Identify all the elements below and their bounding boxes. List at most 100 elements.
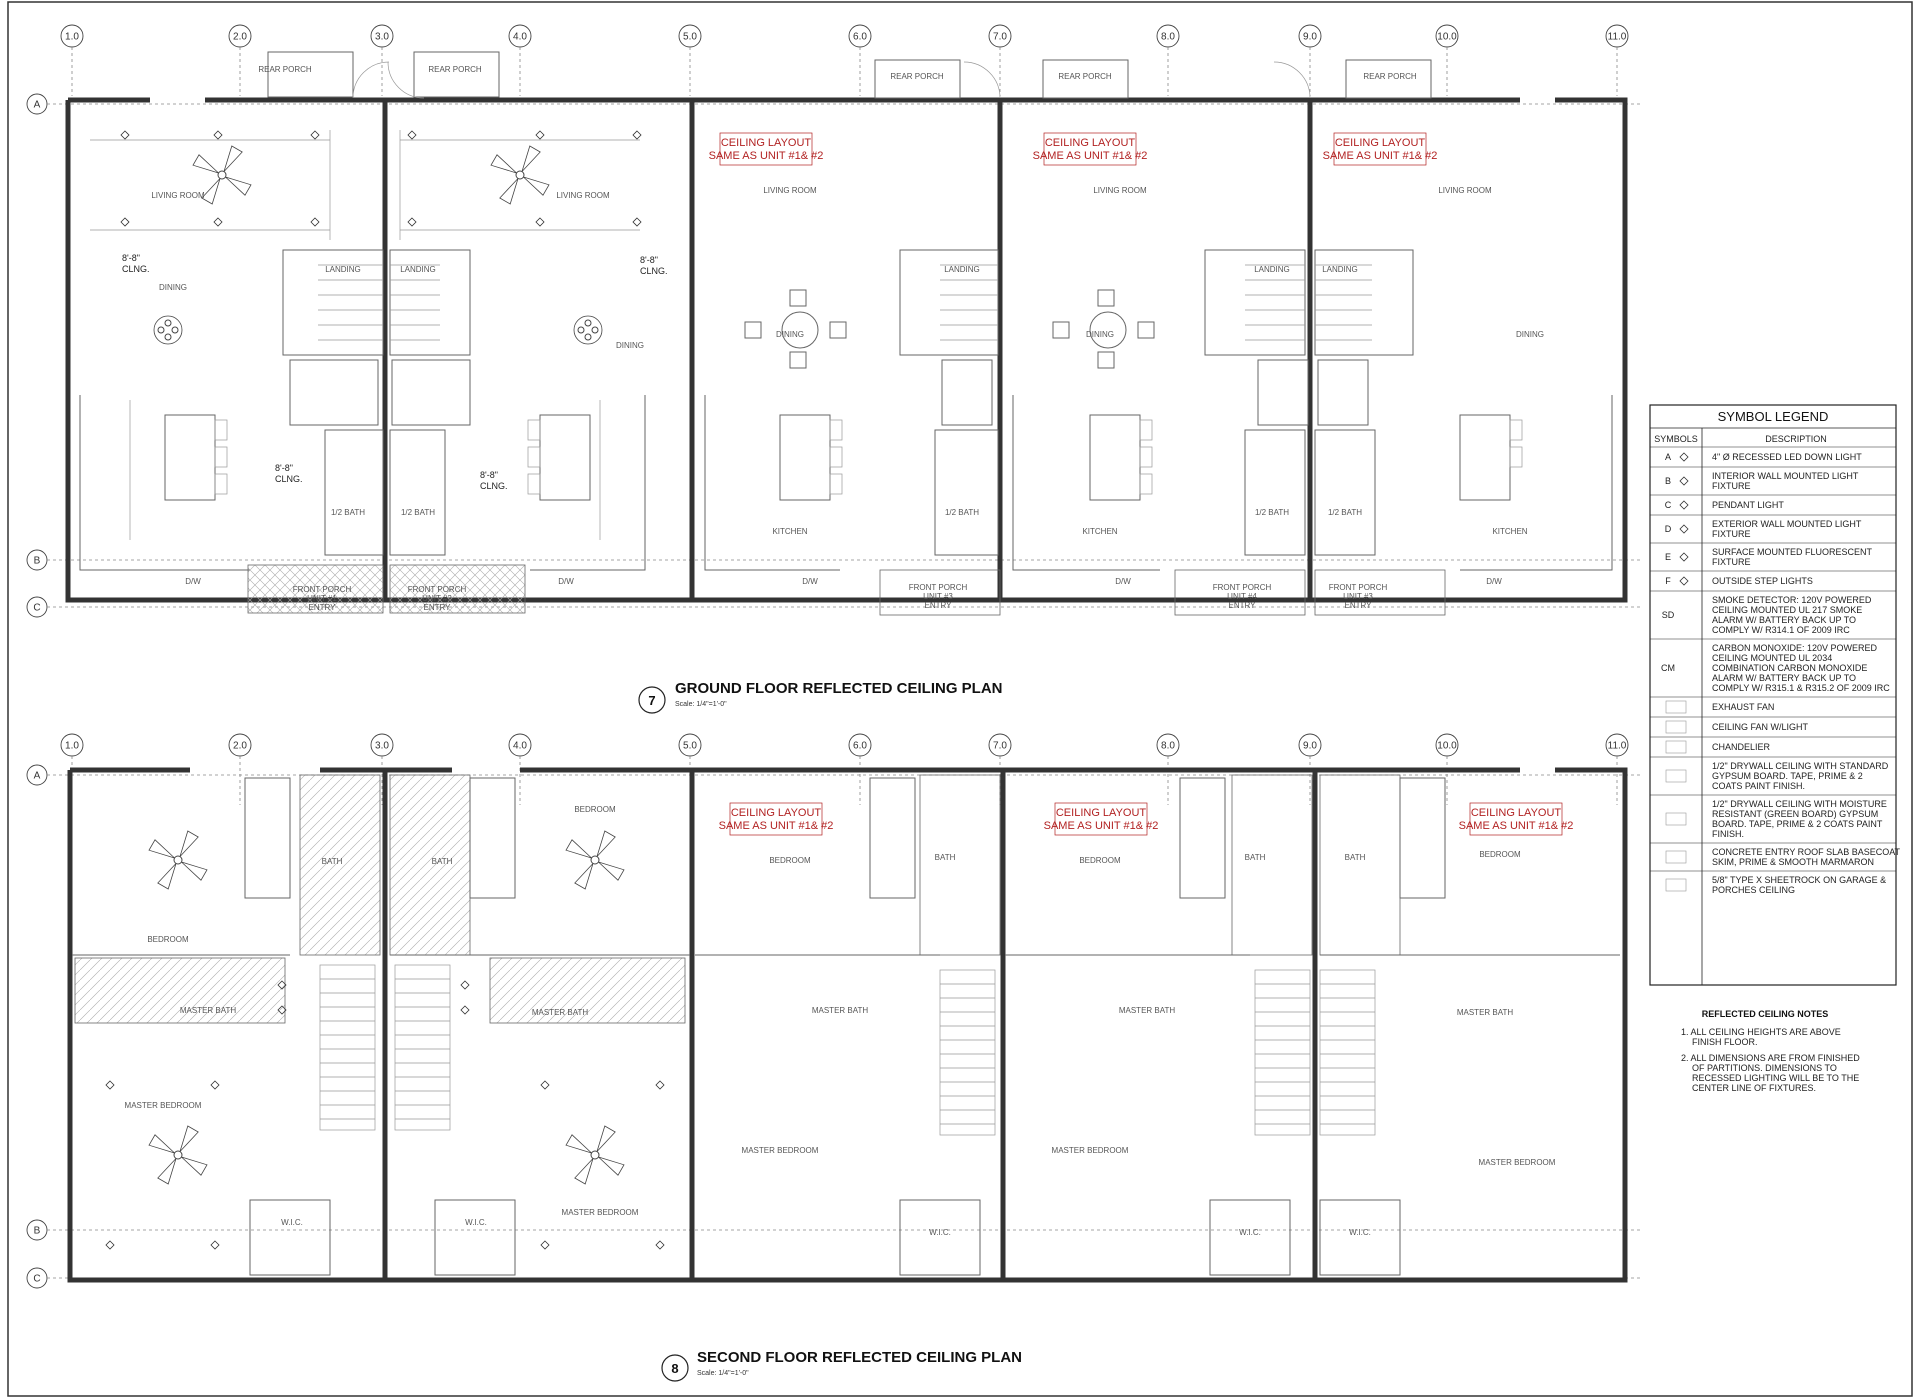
ceiling-fan-icon — [565, 1125, 625, 1185]
room-label: REAR PORCH — [890, 72, 944, 81]
legend-row: CHANDELIER — [1650, 736, 1896, 754]
recessed-light-icon — [632, 217, 642, 227]
legend-marker-icon — [1679, 476, 1689, 486]
svg-text:CEILING LAYOUT: CEILING LAYOUT — [1056, 807, 1147, 819]
legend-marker-icon — [1679, 552, 1689, 562]
svg-text:10.0: 10.0 — [1437, 32, 1457, 43]
legend-description: FIXTURE — [1712, 529, 1751, 539]
room-label: LANDING — [400, 265, 436, 274]
svg-text:FRONT PORCH: FRONT PORCH — [408, 585, 467, 594]
room-label: 1/2 BATH — [1328, 508, 1362, 517]
ceiling-fan-icon — [565, 830, 625, 890]
room-label: LANDING — [325, 265, 361, 274]
room-label: BEDROOM — [147, 935, 189, 944]
room-label: 1/2 BATH — [401, 508, 435, 517]
svg-text:SAME AS UNIT #1& #2: SAME AS UNIT #1& #2 — [1323, 150, 1438, 162]
legend-marker-icon — [1679, 500, 1689, 510]
svg-text:4.0: 4.0 — [513, 32, 527, 43]
recessed-light-icon — [632, 130, 642, 140]
grid-bubble-5.0: 5.0 — [678, 24, 702, 96]
svg-text:8'-8": 8'-8" — [480, 470, 498, 480]
recessed-light-icon — [105, 1240, 115, 1250]
room-label: D/W — [558, 577, 574, 586]
svg-text:CEILING LAYOUT: CEILING LAYOUT — [1335, 137, 1426, 149]
svg-text:CLNG.: CLNG. — [480, 481, 508, 491]
svg-text:B: B — [34, 556, 41, 567]
legend-marker-icon — [1679, 452, 1689, 462]
room-label: BATH — [935, 853, 956, 862]
legend-symbol: F — [1665, 576, 1671, 586]
recessed-light-icon — [210, 1240, 220, 1250]
note-line: FINISH FLOOR. — [1692, 1037, 1758, 1047]
grid-bubble-2.0: 2.0 — [228, 733, 252, 805]
grid-bubble-6.0: 6.0 — [848, 24, 872, 96]
legend-description: FIXTURE — [1712, 481, 1751, 491]
room-label: MASTER BEDROOM — [125, 1101, 202, 1110]
room-label: BEDROOM — [1479, 850, 1521, 859]
ceiling-height-tag: 8'-8" CLNG. — [275, 463, 303, 484]
recessed-light-icon — [120, 217, 130, 227]
room-label: MASTER BATH — [180, 1006, 237, 1015]
legend-description: COMBINATION CARBON MONOXIDE — [1712, 663, 1867, 673]
room-label: 1/2 BATH — [331, 508, 365, 517]
note-line: OF PARTITIONS. DIMENSIONS TO — [1692, 1063, 1837, 1073]
svg-text:FRONT PORCH: FRONT PORCH — [293, 585, 352, 594]
room-label: DINING — [1086, 330, 1114, 339]
svg-text:5.0: 5.0 — [683, 741, 697, 752]
chandelier-icon — [153, 315, 183, 345]
room-label: D/W — [802, 577, 818, 586]
svg-text:6.0: 6.0 — [853, 32, 867, 43]
legend-description: 5/8" TYPE X SHEETROCK ON GARAGE & — [1712, 875, 1886, 885]
legend-swatch-icon — [1665, 878, 1687, 892]
legend-col-description: DESCRIPTION — [1765, 434, 1827, 444]
drawing-number: 8 — [671, 1361, 678, 1376]
room-label: W.I.C. — [281, 1218, 303, 1227]
svg-text:8.0: 8.0 — [1161, 32, 1175, 43]
svg-text:SAME AS UNIT #1& #2: SAME AS UNIT #1& #2 — [1033, 150, 1148, 162]
recessed-light-icon — [210, 1080, 220, 1090]
room-label: MASTER BEDROOM — [742, 1146, 819, 1155]
ceiling-layout-note: CEILING LAYOUT SAME AS UNIT #1& #2 — [1323, 132, 1438, 166]
room-label: DINING — [159, 283, 187, 292]
recessed-light-icon — [213, 130, 223, 140]
grid-bubble-7.0: 7.0 — [988, 24, 1012, 96]
svg-text:1.0: 1.0 — [65, 741, 79, 752]
note-line: 2. ALL DIMENSIONS ARE FROM FINISHED — [1681, 1053, 1860, 1063]
note-line: RECESSED LIGHTING WILL BE TO THE — [1692, 1073, 1859, 1083]
ground-floor-title-block: 7 GROUND FLOOR REFLECTED CEILING PLAN Sc… — [638, 680, 1003, 714]
grid-bubble-3.0: 3.0 — [370, 24, 394, 96]
legend-description: OUTSIDE STEP LIGHTS — [1712, 576, 1813, 586]
drawing-title: SECOND FLOOR REFLECTED CEILING PLAN — [697, 1349, 1022, 1366]
svg-text:CEILING LAYOUT: CEILING LAYOUT — [1471, 807, 1562, 819]
legend-description: 1/2" DRYWALL CEILING WITH MOISTURE — [1712, 799, 1887, 809]
svg-text:11.0: 11.0 — [1608, 741, 1627, 752]
room-label: REAR PORCH — [258, 65, 312, 74]
recessed-light-icon — [213, 217, 223, 227]
grid-bubble-5.0: 5.0 — [678, 733, 702, 805]
room-label: MASTER BATH — [1119, 1006, 1176, 1015]
drawing-title: GROUND FLOOR REFLECTED CEILING PLAN — [675, 680, 1003, 697]
note-line: 1. ALL CEILING HEIGHTS ARE ABOVE — [1681, 1027, 1841, 1037]
legend-description: CEILING MOUNTED UL 217 SMOKE — [1712, 605, 1862, 615]
room-label: MASTER BEDROOM — [1479, 1158, 1556, 1167]
room-label: KITCHEN — [1082, 527, 1117, 536]
svg-text:1.0: 1.0 — [65, 32, 79, 43]
svg-text:5.0: 5.0 — [683, 32, 697, 43]
svg-text:6.0: 6.0 — [853, 741, 867, 752]
legend-description: 4" Ø RECESSED LED DOWN LIGHT — [1712, 452, 1862, 462]
legend-symbol: CM — [1661, 663, 1675, 673]
room-label: LIVING ROOM — [1093, 186, 1147, 195]
room-label: W.I.C. — [1349, 1228, 1371, 1237]
svg-text:7.0: 7.0 — [993, 741, 1007, 752]
svg-text:9.0: 9.0 — [1303, 32, 1317, 43]
notes-title: REFLECTED CEILING NOTES — [1702, 1009, 1829, 1019]
grid-bubble-2.0: 2.0 — [228, 24, 252, 96]
svg-text:2.0: 2.0 — [233, 32, 247, 43]
recessed-light-icon — [310, 130, 320, 140]
recessed-light-icon — [460, 980, 470, 990]
svg-text:3.0: 3.0 — [375, 741, 389, 752]
